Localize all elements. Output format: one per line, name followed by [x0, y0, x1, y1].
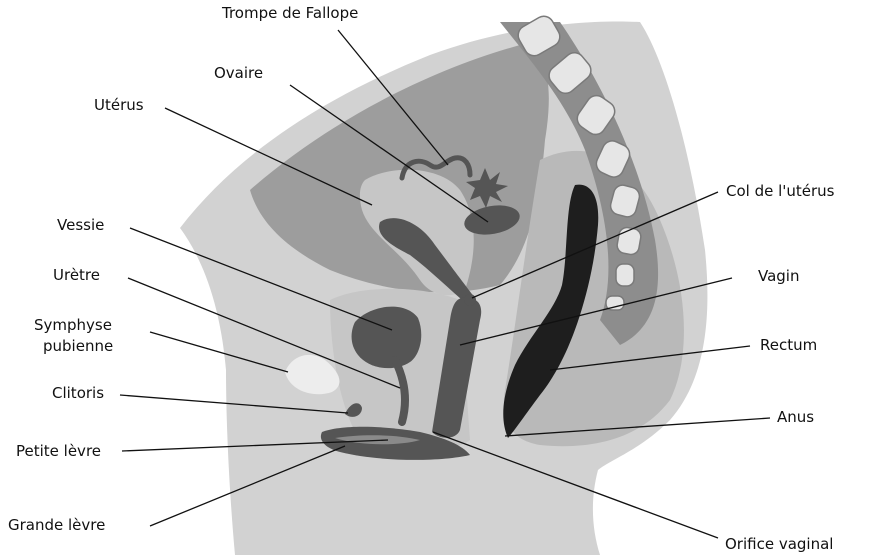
- label-symphyse-2: pubienne: [43, 337, 113, 355]
- label-vessie: Vessie: [57, 216, 104, 234]
- label-anus: Anus: [777, 408, 814, 426]
- label-grande-levre: Grande lèvre: [8, 516, 105, 534]
- label-uretre: Urètre: [53, 266, 100, 284]
- label-ovaire: Ovaire: [214, 64, 263, 82]
- label-vagin: Vagin: [758, 267, 799, 285]
- label-clitoris: Clitoris: [52, 384, 104, 402]
- label-orifice: Orifice vaginal: [725, 535, 833, 553]
- label-col: Col de l'utérus: [726, 182, 835, 200]
- cervix: [464, 294, 476, 306]
- label-symphyse-1: Symphyse: [34, 316, 112, 334]
- label-rectum: Rectum: [760, 336, 817, 354]
- label-petite-levre: Petite lèvre: [16, 442, 101, 460]
- label-trompe: Trompe de Fallope: [221, 4, 358, 22]
- label-uterus: Utérus: [94, 96, 144, 114]
- bladder: [352, 307, 422, 369]
